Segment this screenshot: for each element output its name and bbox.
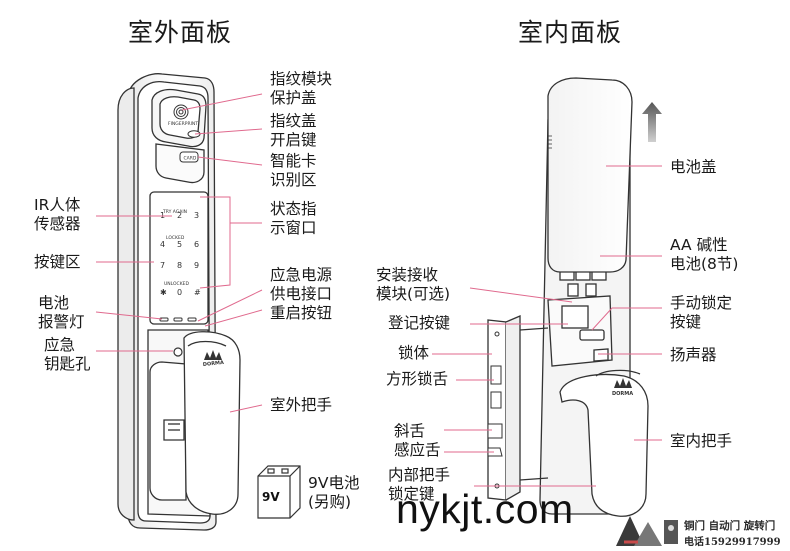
- label-aa-battery: AA 碱性 电池(8节): [670, 236, 739, 273]
- dorma-crown-icon: [204, 350, 222, 360]
- unlocked-text: UNLOCKED: [164, 281, 189, 287]
- brand-text-inner: DORMA: [612, 391, 633, 397]
- label-latch: 斜舌 感应舌: [394, 422, 441, 459]
- keypad-key[interactable]: 6: [194, 240, 199, 249]
- label-register-button: 登记按键: [388, 314, 451, 332]
- label-manual-lock: 手动锁定 按键: [670, 294, 733, 331]
- locked-text: LOCKED: [166, 235, 185, 241]
- label-square-bolt: 方形锁舌: [386, 370, 449, 388]
- keypad-key[interactable]: 8: [177, 261, 182, 270]
- outer-leader-lines: [95, 93, 263, 413]
- card-reader: CARD: [179, 151, 199, 163]
- lift-arrow-icon: [642, 102, 662, 142]
- brand-text-outer: DORMA: [203, 360, 225, 368]
- label-fingerprint-cover: 指纹模块 保护盖: [270, 70, 333, 107]
- keypad-key[interactable]: 2: [177, 211, 182, 220]
- battery-9v-icon: [257, 465, 301, 519]
- battery-9v-text: 9V: [262, 490, 280, 504]
- label-lock-body: 锁体: [398, 344, 430, 362]
- keypad-key[interactable]: 5: [177, 240, 182, 249]
- keypad-key[interactable]: ✱: [160, 288, 167, 297]
- label-key-hole: 应急 钥匙孔: [44, 336, 91, 373]
- keypad-key[interactable]: #: [194, 288, 201, 297]
- company-logo-line2: 电话15929917999: [684, 537, 781, 548]
- outer-panel-title: 室外面板: [128, 18, 233, 47]
- label-battery-cover: 电池盖: [670, 158, 717, 176]
- label-status-window: 状态指 示窗口: [270, 200, 317, 237]
- company-logo-line1: 铜门 自动门 旋转门: [684, 520, 776, 532]
- label-battery-9v: 9V电池 (另购): [308, 474, 360, 511]
- label-receiver-module: 安装接收 模块(可选): [376, 266, 451, 303]
- keypad-key[interactable]: 7: [160, 261, 165, 270]
- battery-alarm-leds: [159, 317, 197, 322]
- label-keypad: 按键区: [34, 253, 81, 271]
- label-speaker: 扬声器: [670, 346, 717, 364]
- label-emergency-power: 应急电源 供电接口: [270, 266, 333, 303]
- fingerprint-icon: [173, 104, 189, 120]
- keypad-key[interactable]: 4: [160, 240, 165, 249]
- try-again-text: TRY AGAIN: [162, 209, 187, 215]
- key-hole-icon: [173, 347, 183, 357]
- label-outer-handle: 室外把手: [270, 396, 333, 414]
- keypad-key[interactable]: 0: [177, 288, 182, 297]
- inner-handle[interactable]: [559, 369, 649, 517]
- lock-body-details: [487, 331, 503, 489]
- dorma-crown-icon-inner: [614, 378, 632, 388]
- label-reset-button: 重启按钮: [270, 304, 333, 322]
- outer-handle[interactable]: [183, 331, 241, 515]
- outer-panel: [117, 73, 217, 531]
- label-ir-sensor: IR人体 传感器: [34, 196, 81, 233]
- inner-leader-lines: [432, 165, 662, 487]
- company-logo-mark: [616, 516, 678, 546]
- inner-panel-title: 室内面板: [518, 18, 623, 47]
- card-text: CARD: [184, 156, 197, 162]
- company-logo: 铜门 自动门 旋转门 电话15929917999: [612, 512, 788, 550]
- label-battery-alarm: 电池 报警灯: [38, 294, 85, 331]
- watermark-text: nykjt.com: [396, 486, 574, 532]
- label-inner-handle: 室内把手: [670, 432, 733, 450]
- label-inner-handle-lock: 内部把手 锁定键: [388, 466, 451, 503]
- label-card-area: 智能卡 识别区: [270, 152, 317, 189]
- keypad-key[interactable]: 3: [194, 211, 199, 220]
- label-cover-button: 指纹盖 开启键: [270, 112, 317, 149]
- fingerprint-text: FINGERPRINT: [168, 121, 198, 127]
- battery-cover[interactable]: [547, 77, 633, 273]
- keypad-key[interactable]: 9: [194, 261, 199, 270]
